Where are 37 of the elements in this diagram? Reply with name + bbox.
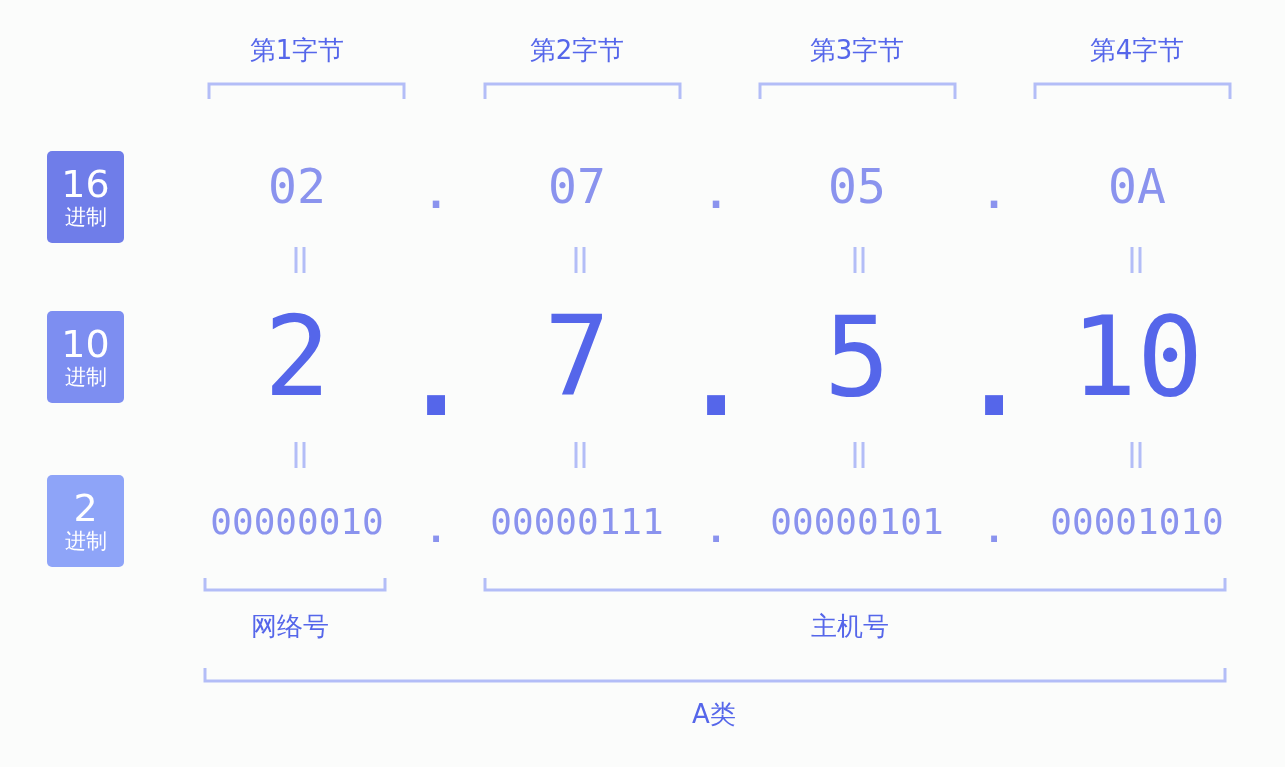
binary-value: 00001010 xyxy=(1050,504,1224,540)
part-label: 网络号 xyxy=(251,613,329,639)
base-label: 进制 xyxy=(64,528,107,554)
decimal-value: 7 xyxy=(543,302,611,412)
dot-separator: . xyxy=(983,512,1005,548)
binary-value: 00000101 xyxy=(770,504,944,540)
dot-separator: . xyxy=(423,174,449,214)
number-base-badge xyxy=(47,151,124,243)
base-number: 10 xyxy=(61,324,110,364)
part-label: A类 xyxy=(692,701,736,727)
byte-label: 第2字节 xyxy=(529,37,625,63)
dot-separator: . xyxy=(705,512,727,548)
number-base-badge xyxy=(47,475,124,567)
base-label: 进制 xyxy=(64,204,107,230)
part-label: 主机号 xyxy=(811,613,889,639)
dot-separator: . xyxy=(703,174,729,214)
dot-separator: . xyxy=(425,512,447,548)
base-number: 2 xyxy=(73,488,98,528)
byte-label: 第1字节 xyxy=(249,37,345,63)
hex-value: 07 xyxy=(548,162,606,210)
binary-value: 00000010 xyxy=(210,504,384,540)
base-label: 进制 xyxy=(64,364,107,390)
hex-value: 05 xyxy=(828,162,886,210)
dot-separator: . xyxy=(682,322,750,432)
base-number: 16 xyxy=(61,164,110,204)
decimal-value: 5 xyxy=(823,302,891,412)
hex-value: 0A xyxy=(1108,162,1166,210)
byte-label: 第3字节 xyxy=(809,37,905,63)
number-base-badge xyxy=(47,311,124,403)
dot-separator: . xyxy=(402,322,470,432)
dot-separator: . xyxy=(960,322,1028,432)
binary-value: 00000111 xyxy=(490,504,664,540)
byte-label: 第4字节 xyxy=(1089,37,1185,63)
hex-value: 02 xyxy=(268,162,326,210)
decimal-value: 2 xyxy=(263,302,331,412)
decimal-value: 10 xyxy=(1070,302,1204,412)
dot-separator: . xyxy=(981,174,1007,214)
